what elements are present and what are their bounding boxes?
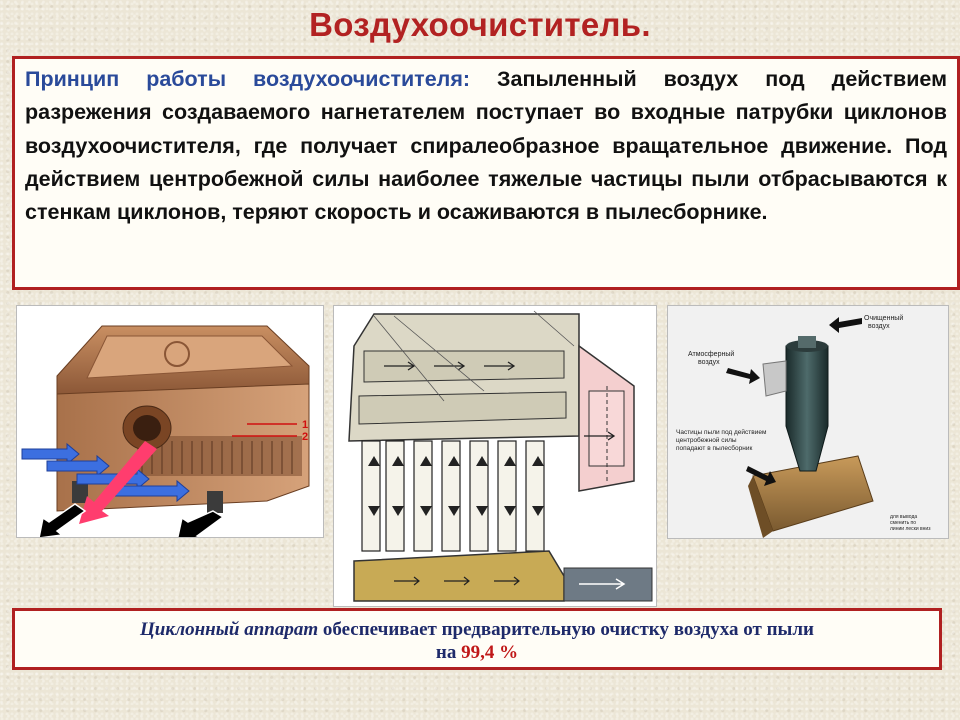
clean-air-arrow-icon [829,317,862,333]
summary-text: обеспечивает предварительную очистку воз… [318,619,814,640]
atm-air-arrow-icon [726,368,760,384]
outflow-arrow-icon [38,503,87,537]
summary-percent: 99,4 % [461,642,519,663]
principle-text-box: Принцип работы воздухоочистителя: Запыле… [12,56,960,290]
summary-box: Циклонный аппарат обеспечивает предварит… [12,608,942,670]
cyclone-diagram-image [334,306,656,606]
dust-arrow-icon [746,466,776,486]
summary-line-2: на 99,4 % [15,641,939,664]
outflow-arrow-icon [177,510,225,537]
summary-term: Циклонный аппарат [140,619,319,640]
slide-title: Воздухоочиститель. [309,6,651,43]
air-cleaner-housing-image: 1 2 [17,306,323,537]
principle-lead: Принцип работы воздухоочистителя: [25,67,471,91]
inflow-arrow-icon [21,442,80,466]
air-cleaner-photo: 1 2 [16,305,324,538]
callout-label-2: 2 [302,431,308,443]
summary-prefix: на [435,642,462,663]
flow-direction-arrow-icon [79,441,157,524]
principle-body: Запыленный воздух под действием разрежен… [25,67,947,225]
cyclone-section-drawing [333,305,657,607]
summary-line-1: Циклонный аппарат обеспечивает предварит… [15,618,939,641]
inflow-arrow-icon [46,454,110,478]
inflow-arrow-icon [111,479,190,503]
callout-label-1: 1 [302,419,308,431]
